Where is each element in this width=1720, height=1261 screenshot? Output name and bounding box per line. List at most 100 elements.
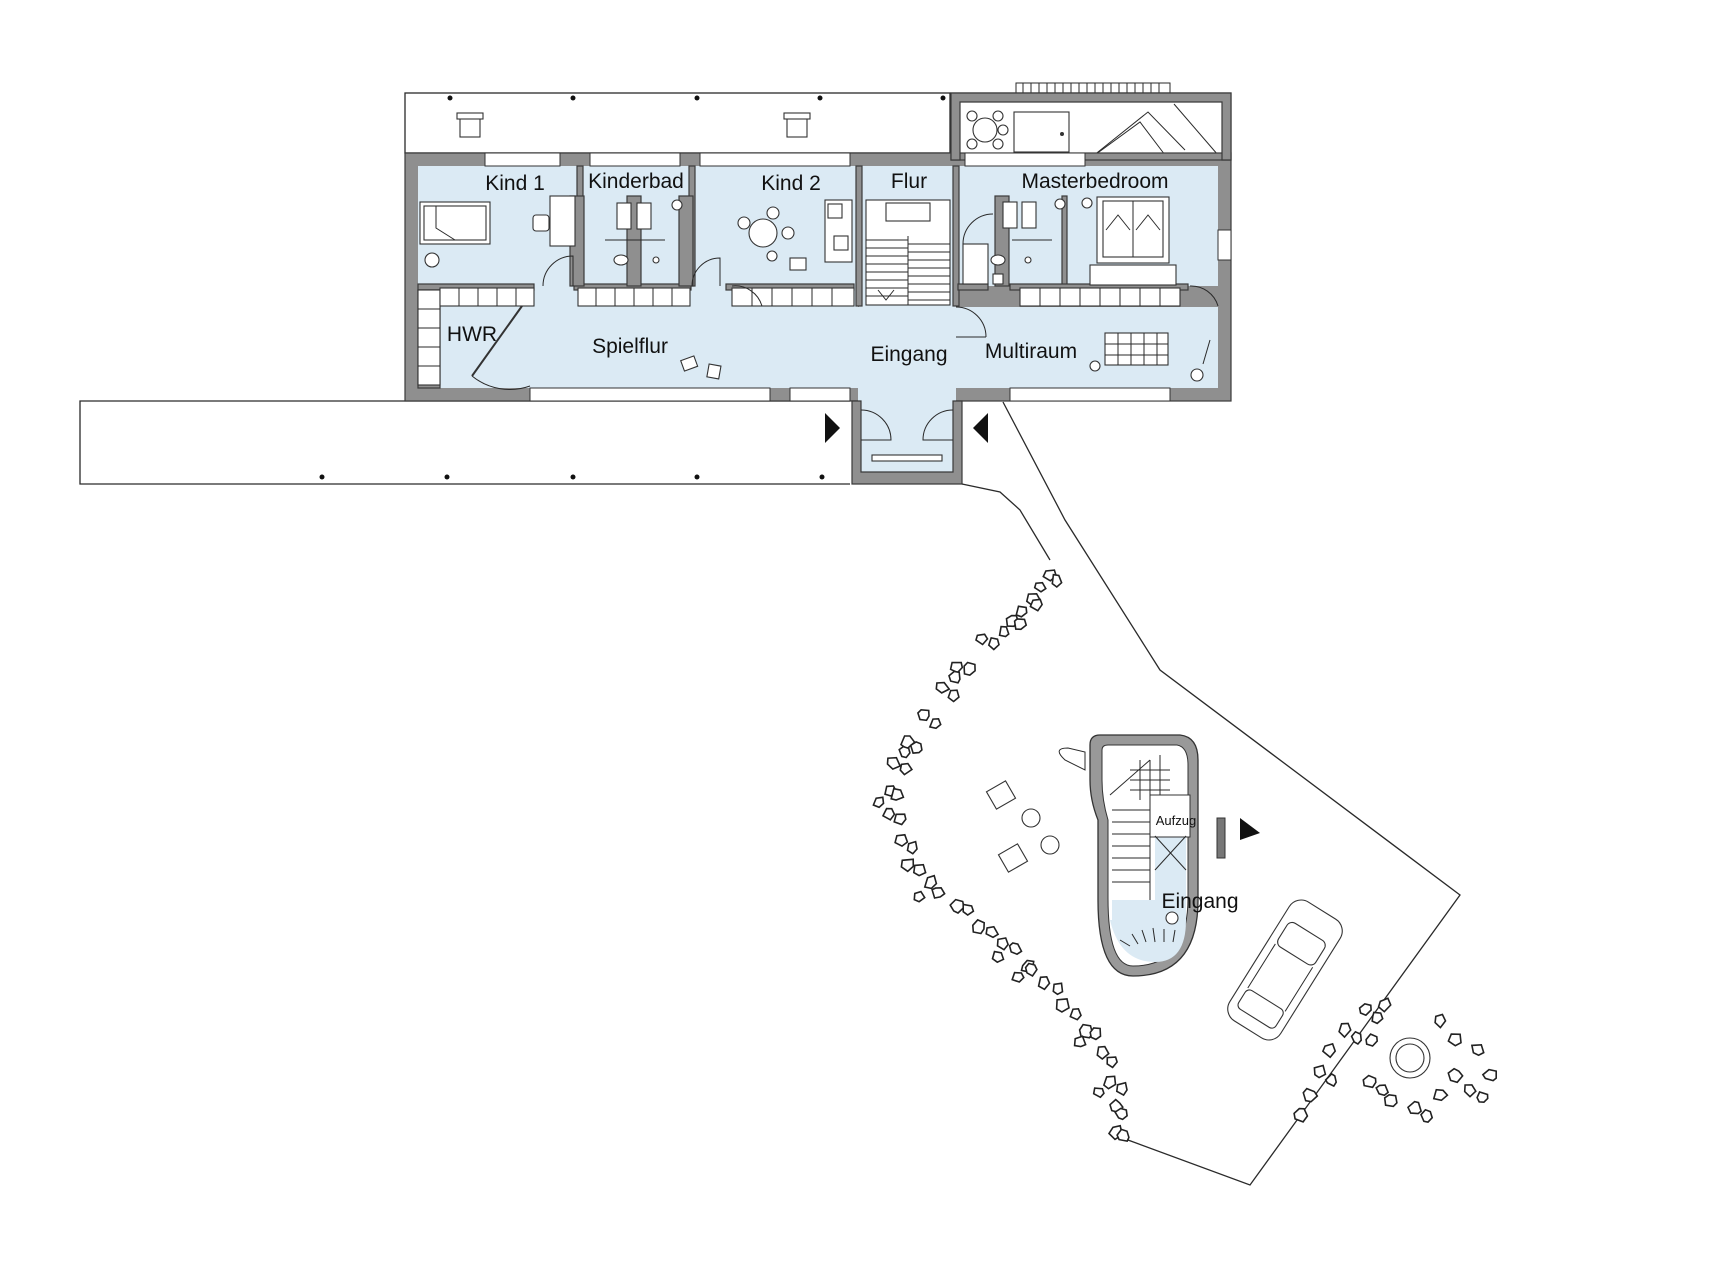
entry-arrow-icon [1240, 818, 1260, 840]
stone-icon [1114, 1107, 1128, 1121]
stone-icon [1008, 942, 1023, 956]
stone-icon [1011, 971, 1025, 983]
stone-icon [1116, 1128, 1130, 1143]
fire-pit [1389, 1037, 1431, 1079]
stone-icon [1102, 1075, 1117, 1090]
stone-icon [928, 717, 942, 730]
stone-icon [1302, 1087, 1319, 1103]
spielflur-chairs [680, 355, 722, 380]
stone-path [872, 569, 1497, 1143]
room-label-multiraum: Multiraum [985, 340, 1077, 363]
main-building [404, 92, 1232, 485]
stone-icon [1324, 1072, 1338, 1088]
stone-icon [1375, 1084, 1390, 1097]
stone-icon [935, 681, 951, 694]
stone-icon [1470, 1043, 1485, 1057]
room-multiraum [956, 307, 1218, 388]
multiraum-furniture [1089, 332, 1211, 382]
stone-icon [1313, 1064, 1327, 1079]
stone-icon [893, 813, 907, 826]
stone-icon [898, 745, 911, 759]
room-label-flur: Flur [891, 170, 927, 193]
room-label-aufzug: Aufzug [1156, 813, 1196, 828]
room-label-hwr: HWR [447, 323, 497, 346]
stone-icon [971, 918, 986, 935]
tower-stair [1109, 755, 1170, 900]
stone-icon [1463, 1084, 1477, 1098]
stone-icon [985, 925, 1000, 939]
stone-icon [962, 903, 975, 916]
entry-arrow-icon [825, 413, 840, 443]
stone-icon [949, 661, 964, 674]
stone-icon [1092, 1087, 1105, 1099]
stone-icon [1024, 962, 1038, 978]
entry-arrow-icon [973, 413, 988, 443]
stone-icon [991, 950, 1005, 964]
room-label-tower-eingang: Eingang [1161, 890, 1238, 913]
room-eingang [858, 307, 956, 402]
stone-icon [1365, 1033, 1379, 1047]
stone-icon [886, 756, 902, 771]
left-deck [79, 400, 850, 485]
stone-icon [1078, 1023, 1094, 1039]
stone-icon [900, 858, 915, 873]
stone-icon [913, 890, 926, 903]
stone-icon [1015, 605, 1028, 618]
stone-icon [1073, 1035, 1087, 1048]
kind2-furniture [731, 199, 853, 307]
stone-icon [1069, 1007, 1082, 1021]
kinderbad-fixtures [605, 199, 721, 287]
stone-icon [1420, 1108, 1434, 1123]
stone-icon [912, 863, 927, 877]
stone-icon [1089, 1027, 1102, 1041]
stone-icon [1362, 1074, 1377, 1089]
stone-icon [1476, 1091, 1489, 1104]
room-label-kinderbad: Kinderbad [588, 170, 684, 193]
stone-icon [1013, 618, 1028, 631]
kind1-furniture [419, 195, 576, 287]
stone-icon [1432, 1088, 1449, 1102]
stone-icon [923, 874, 938, 890]
stone-icon [1115, 1081, 1128, 1097]
stone-icon [931, 886, 946, 899]
stone-icon [899, 762, 914, 776]
tower-building [1058, 734, 1260, 977]
stone-icon [998, 625, 1010, 638]
stone-icon [1096, 1045, 1110, 1061]
room-label-kind1: Kind 1 [485, 172, 545, 195]
stone-icon [1383, 1093, 1398, 1108]
stone-icon [1051, 573, 1063, 589]
stone-icon [947, 689, 960, 703]
stone-icon [948, 670, 961, 684]
master-furniture [962, 196, 1219, 307]
stone-icon [890, 787, 905, 801]
stone-icon [1481, 1068, 1497, 1082]
stone-icon [916, 708, 930, 722]
stone-icon [1037, 975, 1051, 991]
stone-icon [906, 840, 918, 855]
stone-icon [1052, 982, 1064, 996]
car-icon [1227, 899, 1343, 1041]
stone-icon [881, 807, 896, 821]
stone-icon [1338, 1022, 1352, 1039]
stone-icon [1321, 1042, 1337, 1059]
entrance-doors [860, 409, 954, 462]
master-terrace [950, 82, 1232, 161]
site-boundary [1002, 401, 1461, 1186]
stone-icon [1055, 998, 1070, 1013]
room-label-kind2: Kind 2 [761, 172, 821, 195]
stone-icon [1407, 1100, 1423, 1115]
hwr-door [471, 305, 531, 390]
stone-icon [987, 636, 1000, 651]
stone-icon [949, 898, 965, 914]
stone-icon [1106, 1056, 1118, 1069]
cabinets [417, 287, 1181, 386]
stone-icon [1293, 1107, 1309, 1123]
stone-icon [894, 833, 909, 848]
stone-icon [1029, 598, 1043, 612]
room-labels: Kind 1 Kinderbad Kind 2 Flur Masterbedro… [447, 170, 1239, 913]
terrace-chair [456, 112, 484, 138]
stone-icon [1434, 1013, 1447, 1029]
path-edge [961, 483, 1051, 561]
